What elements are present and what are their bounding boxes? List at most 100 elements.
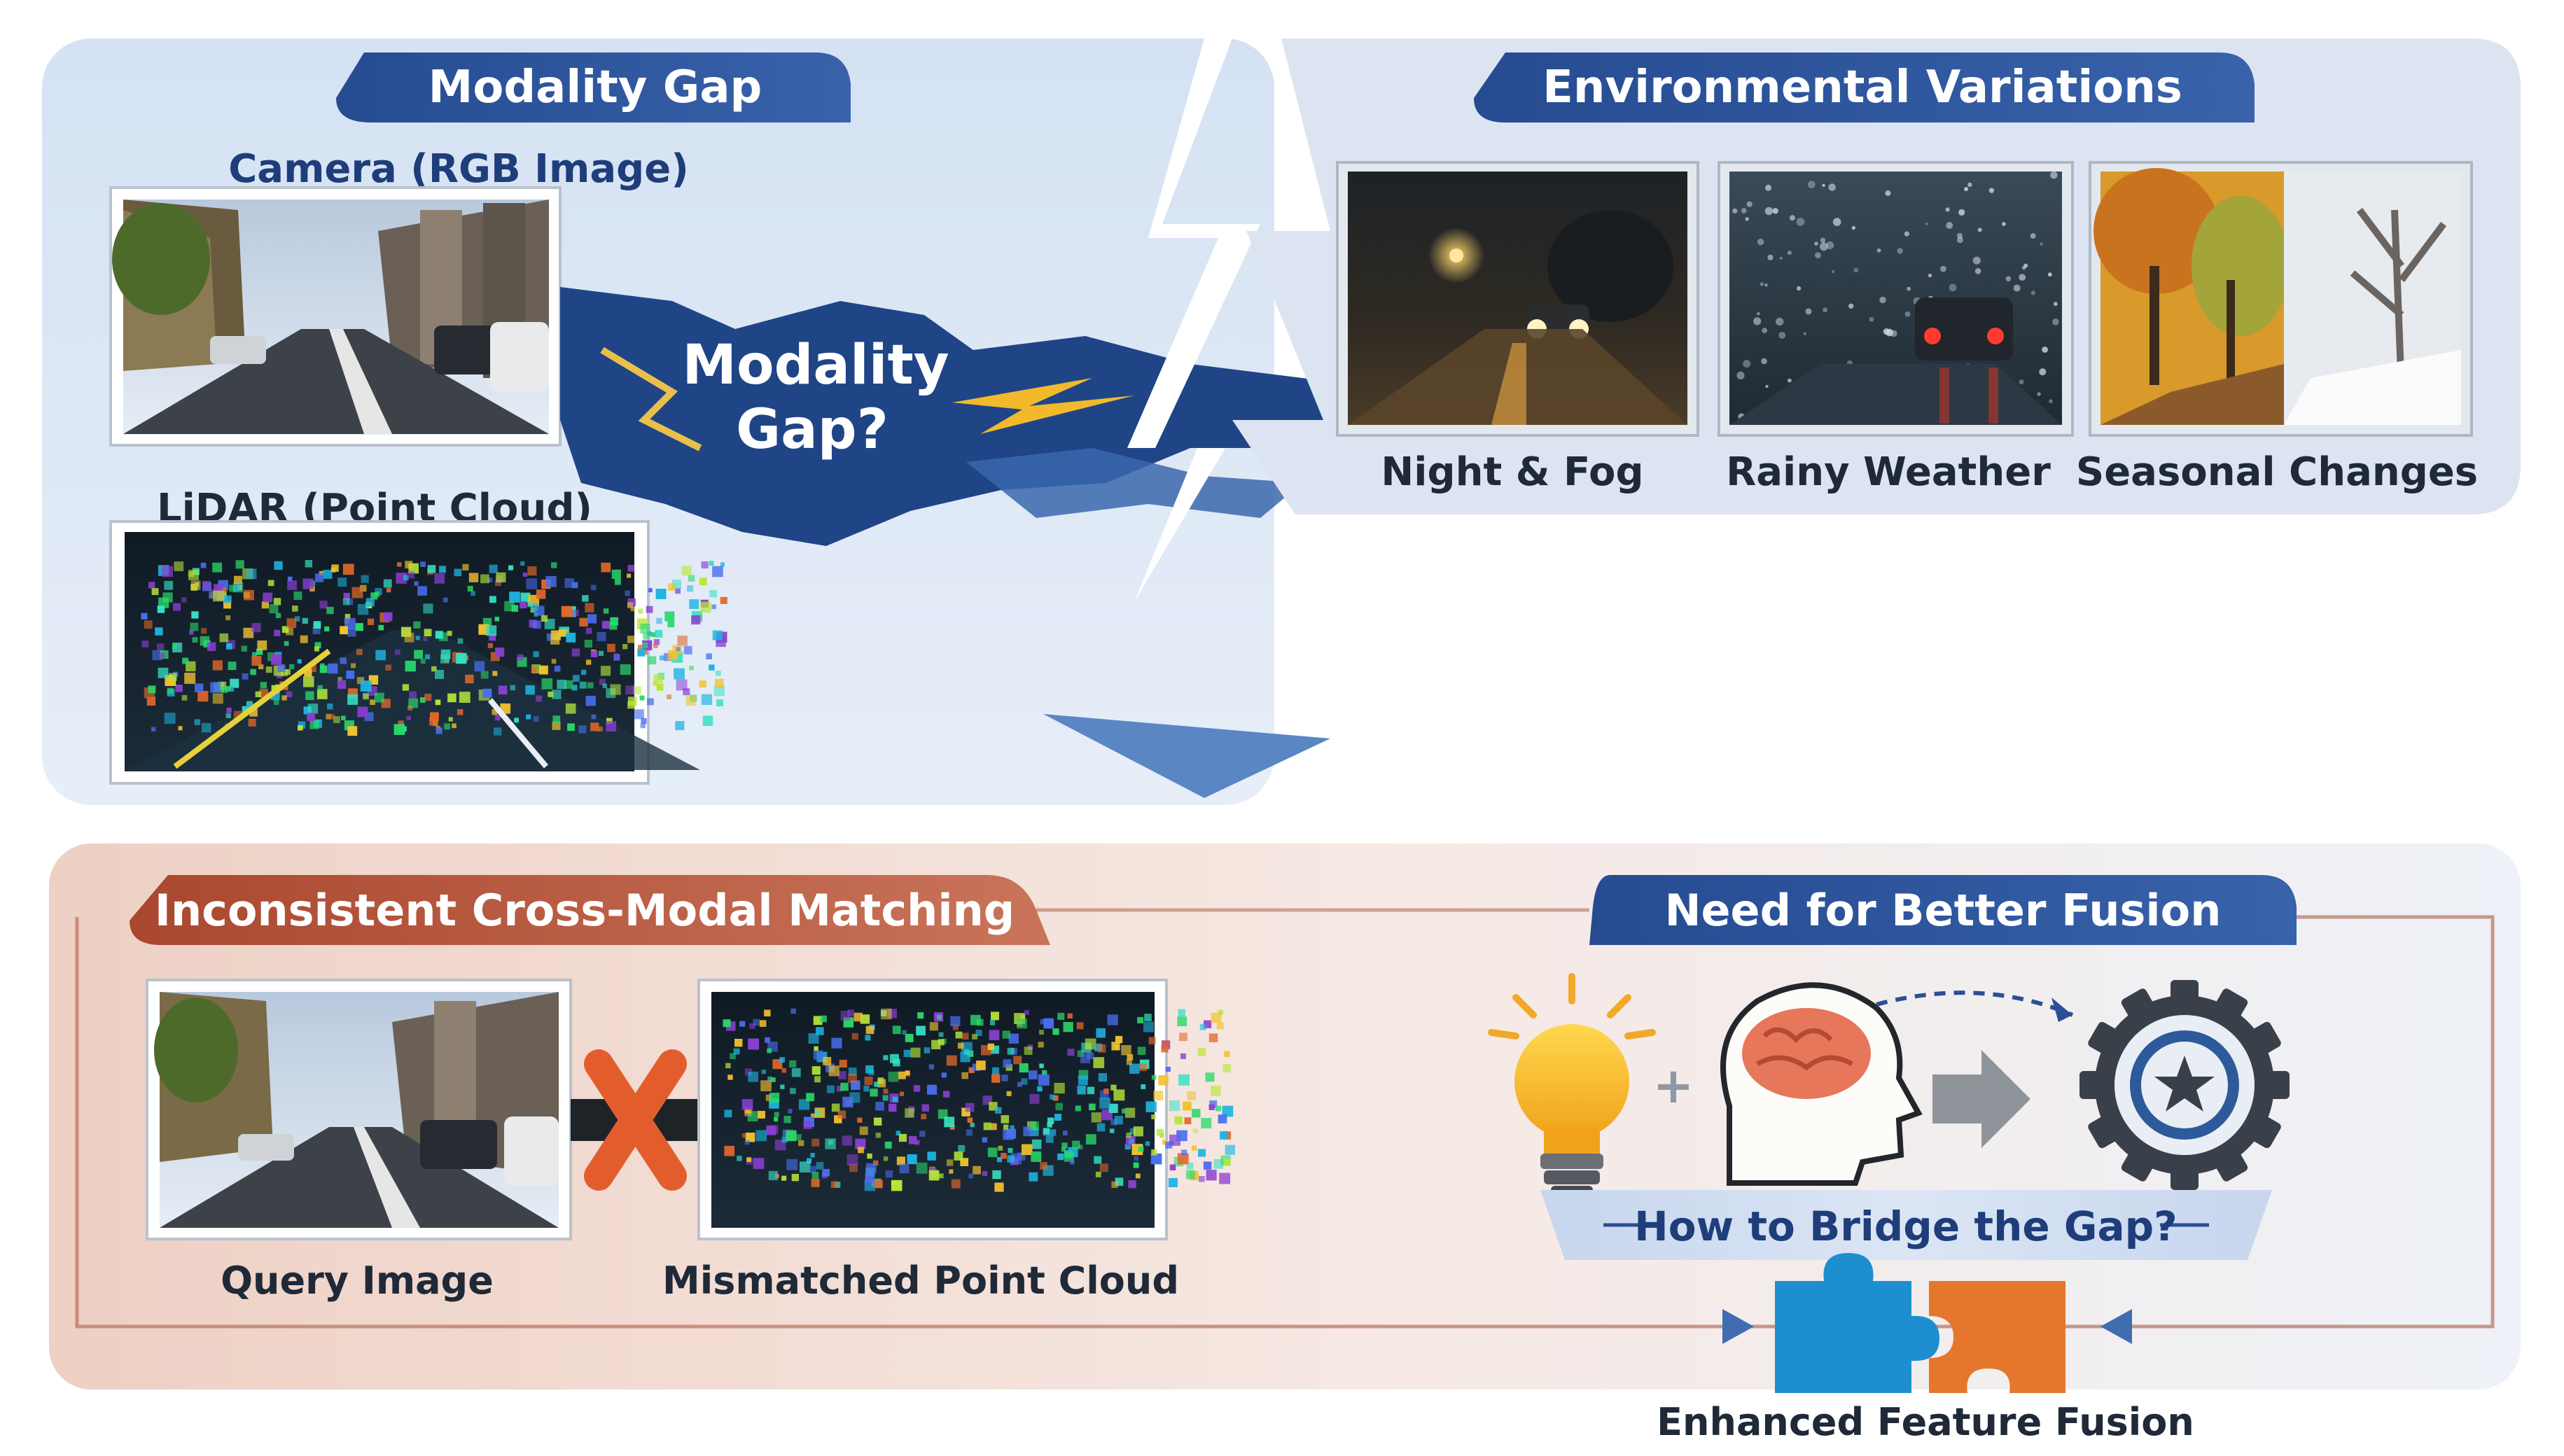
raindrop [1869,316,1874,322]
point-cloud-dot [1006,1091,1012,1096]
point-cloud-dot [1113,1089,1125,1101]
point-cloud-dot [182,657,189,664]
point-cloud-dot [929,1022,938,1031]
point-cloud-dot [1115,1035,1123,1044]
point-cloud-dot [242,706,249,713]
point-cloud-dot [614,578,621,585]
point-cloud-dot [1063,1130,1068,1135]
point-cloud-dot [860,1014,870,1024]
point-cloud-dot [1145,1101,1157,1112]
point-cloud-dot [527,601,534,608]
point-cloud-dot [625,590,630,596]
point-cloud-dot [1176,1130,1187,1142]
point-cloud-dot [681,566,692,576]
raindrop [1741,208,1747,214]
point-cloud-dot [190,622,199,631]
point-cloud-dot [748,1038,760,1050]
point-cloud-dot [303,706,312,715]
point-cloud-dot [711,604,716,610]
point-cloud-dot [496,572,506,582]
point-cloud-dot [683,645,692,654]
point-cloud-dot [1099,1098,1110,1109]
point-cloud-dot [676,679,688,691]
point-cloud-dot [337,578,347,587]
point-cloud-dot [511,605,519,612]
point-cloud-dot [590,722,599,732]
point-cloud-dot [314,646,319,652]
point-cloud-dot [927,1084,938,1095]
point-cloud-dot [924,1047,931,1054]
point-cloud-dot [811,1172,819,1179]
point-cloud-dot [202,580,211,589]
point-cloud-dot [1019,1063,1029,1073]
point-cloud-dot [1129,1138,1134,1144]
point-cloud-dot [1216,1022,1224,1030]
point-cloud-dot [949,1124,955,1130]
raindrop [1753,317,1762,326]
point-cloud-dot [597,726,603,732]
point-cloud-dot [741,1099,753,1110]
point-cloud-dot [866,1163,877,1174]
point-cloud-dot [938,1039,945,1046]
point-cloud-dot [471,591,475,596]
point-cloud-dot [899,1091,904,1096]
point-cloud-dot [201,628,207,634]
point-cloud-dot [527,566,537,576]
raindrop [2040,242,2043,246]
point-cloud-dot [995,1107,1002,1114]
point-cloud-dot [848,1068,857,1076]
point-cloud-dot [724,1145,735,1156]
raindrop [1907,286,1911,291]
point-cloud-dot [194,719,200,725]
point-cloud-dot [892,1096,898,1102]
point-cloud-dot [1017,1082,1022,1087]
point-cloud-dot [1121,1045,1131,1056]
point-cloud-dot [1054,1114,1061,1121]
point-cloud-dot [1115,1177,1124,1186]
point-cloud-dot [991,1045,999,1054]
point-cloud-dot [1057,1012,1065,1020]
point-cloud-dot [919,1130,926,1137]
point-cloud-dot [585,603,594,612]
raindrop [1956,237,1963,244]
point-cloud-dot [786,1158,798,1170]
point-cloud-dot [541,678,553,690]
point-cloud-dot [347,694,358,705]
point-cloud-dot [579,617,588,627]
point-cloud-dot [281,669,288,677]
point-cloud-dot [146,696,156,706]
point-cloud-dot [300,635,308,643]
point-cloud-dot [714,678,724,688]
point-cloud-dot [916,1162,928,1174]
point-cloud-dot [960,1052,970,1063]
point-cloud-dot [286,618,297,628]
point-cloud-dot [1001,1153,1007,1159]
point-cloud-dot [148,685,156,694]
point-cloud-dot [831,1037,842,1049]
point-cloud-dot [902,1030,907,1035]
raindrop [1732,208,1738,214]
raindrop [1958,209,1965,216]
point-cloud-dot [480,671,489,679]
point-cloud-dot [510,685,516,691]
point-cloud-dot [791,1068,801,1077]
point-cloud-dot [256,648,263,655]
point-cloud-dot [884,1141,892,1149]
point-cloud-dot [770,1077,776,1082]
point-cloud-dot [780,1084,785,1089]
arrow-into-puzzle-left-icon [1722,1309,1754,1344]
raindrop [2053,302,2058,307]
point-cloud-dot [265,666,272,673]
point-cloud-dot [420,697,426,703]
point-cloud-dot [627,696,637,706]
raindrop [1776,317,1784,326]
raindrop [1946,222,1953,229]
raindrop [1796,218,1805,226]
point-cloud-dot [1129,1128,1136,1135]
point-cloud-dot [834,1115,842,1124]
point-cloud-dot [559,629,566,636]
lightning-bolt-icon [1127,38,1260,602]
raindrop [2050,171,2058,179]
point-cloud-dot [779,1057,785,1063]
cross-modal-matching-title: Inconsistent Cross-Modal Matching [155,885,1015,936]
